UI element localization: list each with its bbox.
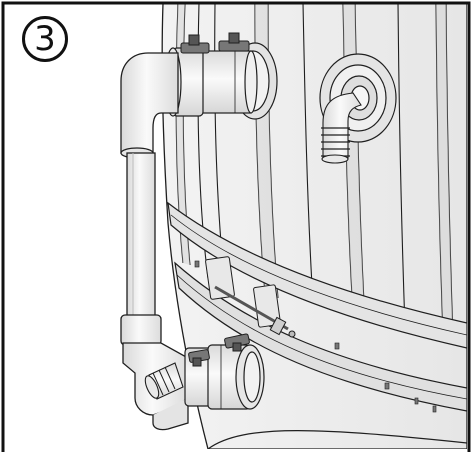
step-number: 3 xyxy=(34,19,56,59)
diagram-frame: 3 xyxy=(3,3,467,449)
hot-tub-illustration xyxy=(120,3,467,449)
upper-bulkhead-fitting xyxy=(164,42,278,120)
vertical-pipe xyxy=(126,152,156,319)
step-number-badge: 3 xyxy=(22,16,68,62)
